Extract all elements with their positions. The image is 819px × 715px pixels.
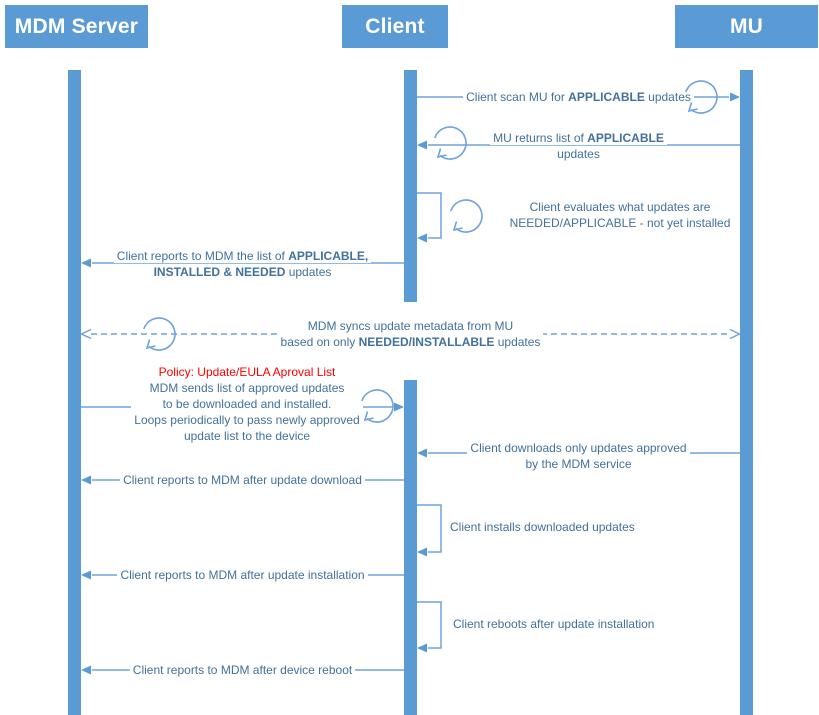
msg-mu-returns-list: MU returns list of APPLICABLE updates [417,130,740,162]
msg-report-after-installation: Client reports to MDM after update insta… [81,567,404,583]
msg-policy-approved-updates: Policy: Update/EULA Aproval List MDM sen… [81,364,413,444]
policy-label: Policy: Update/EULA Aproval List [158,365,336,379]
msg-text: update list to the device [183,429,311,443]
msg-client-installs: Client installs downloaded updates [450,519,730,535]
msg-client-downloads: Client downloads only updates approved b… [417,440,740,472]
msg-text: updates [554,147,603,161]
msg-text: Client reports to MDM the list of [116,249,289,263]
actor-label-mdm-server: MDM Server [14,14,139,38]
msg-text: updates [494,335,541,349]
lifeline-client-lower [404,380,417,715]
msg-client-reboots: Client reboots after update installation [453,616,733,632]
msg-report-after-download: Client reports to MDM after update downl… [81,472,404,488]
lifeline-mdm-server [68,70,81,715]
msg-text-bold: APPLICABLE, [288,249,369,263]
msg-text: NEEDED/APPLICABLE - not yet installed [506,216,734,230]
lifeline-mu [740,70,753,715]
msg-text-bold: NEEDED/INSTALLABLE [358,335,495,349]
msg-client-evaluates: Client evaluates what updates are NEEDED… [455,199,785,231]
msg-text: Client reports to MDM after update downl… [120,473,365,487]
msg-text: by the MDM service [525,457,632,471]
msg-text: Client reports to MDM after update insta… [117,568,368,582]
msg-text: Loops periodically to pass newly approve… [134,413,360,427]
msg-text-bold: INSTALLED & NEEDED [153,265,286,279]
msg-text: MDM sends list of approved updates [149,381,345,395]
msg-client-reports-list: Client reports to MDM the list of APPLIC… [81,248,404,280]
msg-text: Client evaluates what updates are [526,200,714,214]
msg-text-bold: APPLICABLE [568,90,645,104]
msg-text-bold: APPLICABLE [587,131,664,145]
msg-text: MDM syncs update metadata from MU [307,319,514,333]
actor-label-mu: MU [729,14,764,38]
msg-text: Client reboots after update installation [453,617,655,631]
actor-box-client: Client [342,5,448,48]
msg-text: based on only [280,335,359,349]
actor-box-mu: MU [675,5,818,48]
msg-report-after-reboot: Client reports to MDM after device reboo… [81,662,404,678]
msg-text: Client installs downloaded updates [450,520,635,534]
msg-mdm-syncs-metadata: MDM syncs update metadata from MU based … [81,318,740,350]
msg-text: to be downloaded and installed. [162,397,332,411]
self-arrow-client-installs [417,504,442,557]
msg-text: Client reports to MDM after device reboo… [129,663,356,677]
msg-text: updates [644,90,691,104]
msg-text: Client downloads only updates approved [470,441,687,455]
actor-label-client: Client [365,14,425,38]
msg-text: MU returns list of [493,131,588,145]
actor-box-mdm-server: MDM Server [5,5,148,48]
msg-text: Client scan MU for [466,90,569,104]
self-arrow-client-reboots [417,601,442,653]
msg-client-scan-mu: Client scan MU for APPLICABLE updates [417,89,740,105]
msg-text: updates [285,265,332,279]
lifeline-client-upper [404,70,417,302]
self-arrow-client-evaluates [417,192,442,243]
